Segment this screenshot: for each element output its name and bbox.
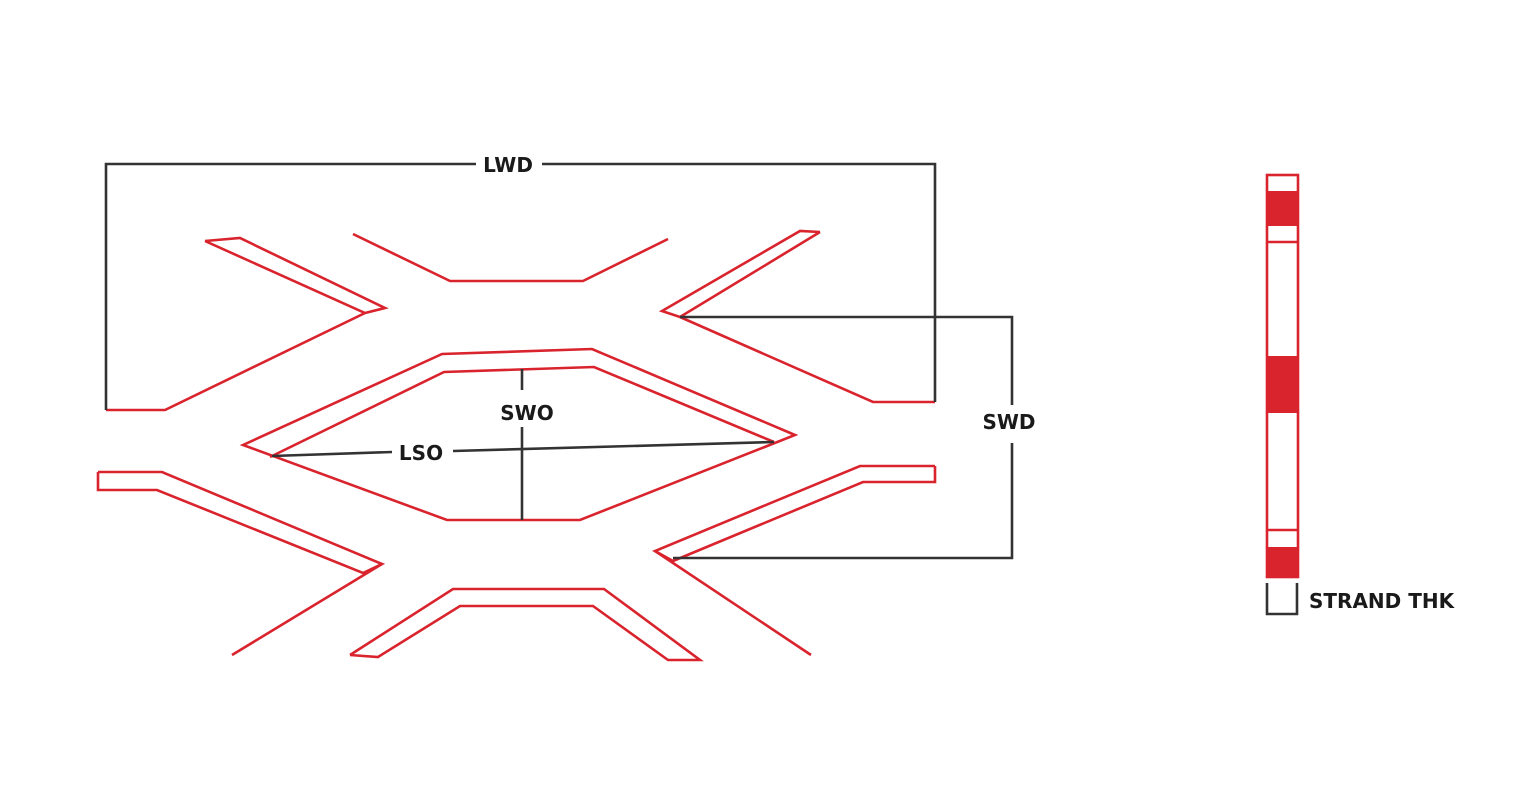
strand-section-fill-bottom	[1267, 547, 1298, 577]
strand-bottom-right	[652, 464, 937, 563]
strand-section-fill-middle	[1267, 356, 1298, 413]
strand-bottom-right-lower-edge	[654, 549, 812, 657]
strand-thk-label: STRAND THK	[1309, 589, 1456, 613]
lwd-label: LWD	[483, 153, 533, 177]
strand-cross-section	[1265, 173, 1300, 579]
swd-bracket-top	[680, 315, 1014, 405]
central-diamond-outer	[239, 347, 799, 522]
labels: LWD SWD SWO LSO STRAND THK	[399, 153, 1456, 613]
strand-bottom-left-lower-edge	[231, 562, 383, 657]
strand-top-center	[352, 232, 669, 283]
central-diamond-inner	[269, 365, 775, 459]
strand-top-right	[658, 229, 821, 319]
strand-thk-bracket	[1265, 583, 1299, 616]
strand-top-left	[204, 236, 389, 315]
lwd-bracket-right	[542, 162, 937, 402]
lwd-bracket-left	[104, 162, 476, 410]
strand-section-fill-top	[1267, 191, 1298, 226]
strand-bottom-left	[96, 470, 386, 575]
swo-label: SWO	[500, 401, 553, 425]
mesh-pattern	[96, 229, 937, 662]
strand-bottom-center	[349, 587, 704, 662]
lso-label: LSO	[399, 441, 443, 465]
dimension-lines	[104, 162, 1299, 616]
strand-right-lower-edge	[679, 315, 935, 404]
lso-line-right	[452, 440, 775, 453]
swd-bracket-bottom	[673, 443, 1014, 560]
lso-line-left	[271, 450, 393, 458]
swd-label: SWD	[982, 410, 1035, 434]
strand-left-lower-edge	[106, 311, 366, 412]
